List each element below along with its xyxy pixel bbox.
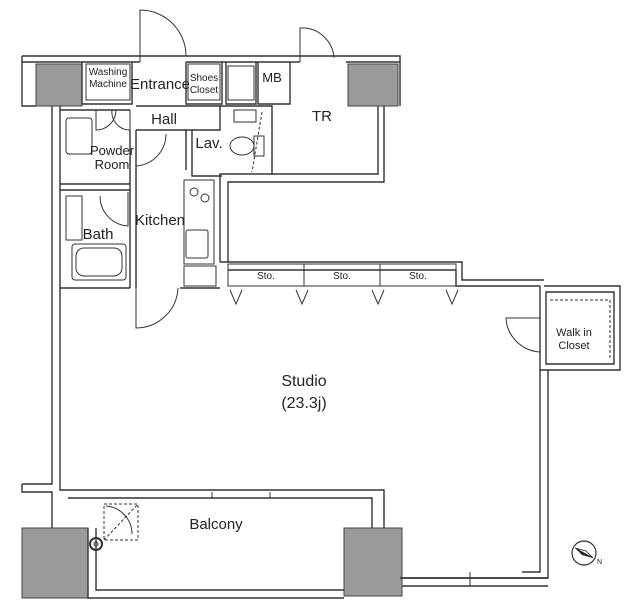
label-lav: Lav. bbox=[195, 135, 222, 152]
outdoor-unit bbox=[103, 503, 139, 541]
storage-units bbox=[227, 263, 459, 306]
compass: N bbox=[571, 540, 602, 566]
toilet bbox=[229, 136, 255, 156]
label-studio-size: (23.3j) bbox=[281, 395, 326, 412]
bath-counter bbox=[65, 195, 83, 241]
walls bbox=[21, 55, 621, 599]
stove-burner-1 bbox=[189, 187, 199, 197]
column-bottom-left bbox=[21, 527, 89, 599]
label-shoes: Shoes bbox=[190, 73, 218, 84]
label-shoes-closet: Closet bbox=[190, 85, 219, 96]
compass-north-label: N bbox=[597, 559, 602, 566]
powder-sink bbox=[65, 117, 93, 155]
shoes-closet-box bbox=[187, 63, 221, 101]
kitchen-counter bbox=[183, 179, 215, 265]
compass-ring bbox=[571, 540, 597, 566]
label-bath: Bath bbox=[83, 226, 114, 243]
label-sto-3: Sto. bbox=[409, 271, 427, 282]
label-sto-1: Sto. bbox=[257, 271, 275, 282]
lav-sink bbox=[233, 109, 257, 123]
label-studio: Studio bbox=[281, 373, 326, 390]
label-sto-2: Sto. bbox=[333, 271, 351, 282]
label-room: Room bbox=[95, 157, 130, 172]
label-balcony: Balcony bbox=[189, 516, 243, 533]
label-tr: TR bbox=[312, 108, 332, 125]
label-entrance: Entrance bbox=[130, 76, 190, 93]
label-machine: Machine bbox=[89, 79, 127, 90]
kitchen-sink bbox=[185, 229, 209, 259]
bathtub-inner bbox=[75, 247, 123, 277]
stove-burner-2 bbox=[200, 193, 210, 203]
column-top-right bbox=[347, 63, 399, 107]
column-bottom-right bbox=[343, 527, 403, 597]
structural-columns bbox=[21, 63, 403, 599]
label-closet: Closet bbox=[558, 340, 589, 352]
fixtures bbox=[65, 109, 611, 551]
washing-machine-box bbox=[85, 63, 131, 101]
drain bbox=[89, 537, 103, 551]
label-washing: Washing bbox=[89, 67, 128, 78]
bathtub-outer bbox=[71, 243, 127, 281]
fridge bbox=[183, 265, 217, 287]
drain-center bbox=[93, 541, 99, 547]
label-powder: Powder bbox=[90, 143, 135, 158]
window-marks bbox=[211, 492, 471, 586]
label-mb: MB bbox=[262, 70, 282, 85]
column-top-left bbox=[35, 63, 83, 107]
label-walk-in: Walk in bbox=[556, 327, 592, 339]
toilet-tank bbox=[253, 135, 265, 157]
label-hall: Hall bbox=[151, 111, 177, 128]
door-swings bbox=[95, 9, 541, 535]
label-kitchen: Kitchen bbox=[135, 212, 185, 229]
closet-block-a bbox=[227, 65, 255, 101]
